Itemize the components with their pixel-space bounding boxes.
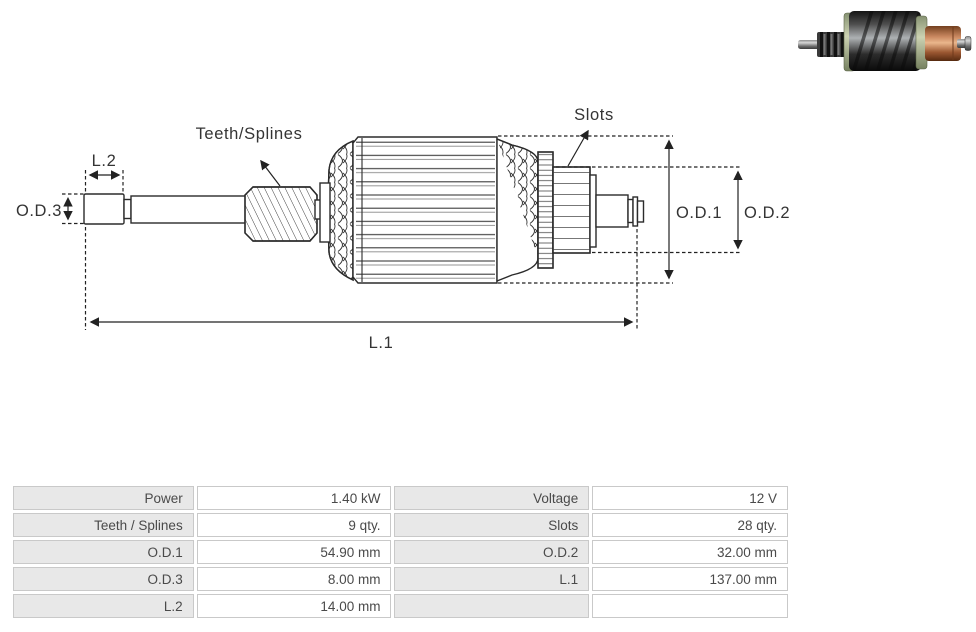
label-l1: L.1 <box>369 334 394 352</box>
slots-leader-arrow <box>567 129 589 167</box>
dimension-lines <box>62 129 743 330</box>
dim-od3 <box>62 193 84 225</box>
label-teeth-splines: Teeth/Splines <box>196 125 303 143</box>
winding-left <box>326 139 354 282</box>
spec-value-cell: 28 qty. <box>592 513 788 537</box>
table-row: Teeth / Splines 9 qty. Slots 28 qty. <box>13 513 788 537</box>
table-row: Power 1.40 kW Voltage 12 V <box>13 486 788 510</box>
spline-gear <box>244 186 318 242</box>
spec-value-cell: 8.00 mm <box>196 567 392 591</box>
spec-label-cell: Teeth / Splines <box>13 513 194 537</box>
dim-l2 <box>84 170 124 193</box>
winding-right <box>496 137 539 283</box>
spec-value-cell: 1.40 kW <box>196 486 392 510</box>
spec-label-cell: L.1 <box>394 567 590 591</box>
spec-label-cell <box>394 594 590 618</box>
dim-od2 <box>556 166 743 254</box>
label-od2: O.D.2 <box>744 204 790 222</box>
table-row: L.2 14.00 mm <box>13 594 788 618</box>
table-row: O.D.1 54.90 mm O.D.2 32.00 mm <box>13 540 788 564</box>
commutator <box>552 166 597 254</box>
photo-commutator <box>925 26 961 61</box>
table-row: O.D.3 8.00 mm L.1 137.00 mm <box>13 567 788 591</box>
spec-value-cell: 12 V <box>592 486 788 510</box>
armature-outline <box>83 136 645 284</box>
spec-value-cell: 32.00 mm <box>592 540 788 564</box>
spec-value-cell: 14.00 mm <box>196 594 392 618</box>
spec-label-cell: O.D.2 <box>394 540 590 564</box>
armature-dimension-diagram: L.2 O.D.3 Teeth/Splines Slots O.D.1 O.D.… <box>16 106 790 352</box>
spec-label-cell: L.2 <box>13 594 194 618</box>
armature-core <box>352 136 498 284</box>
spec-value-cell: 9 qty. <box>196 513 392 537</box>
label-l2: L.2 <box>92 152 117 170</box>
shaft-tip-right <box>636 200 645 223</box>
spec-value-cell: 137.00 mm <box>592 567 788 591</box>
label-od3: O.D.3 <box>16 202 62 220</box>
spec-value-cell <box>592 594 788 618</box>
shaft-end-block <box>83 193 125 225</box>
teeth-splines-leader-arrow <box>260 159 281 187</box>
photo-right-shaft <box>957 36 972 51</box>
label-od1: O.D.1 <box>676 204 722 222</box>
spec-value-cell: 54.90 mm <box>196 540 392 564</box>
spec-label-cell: O.D.3 <box>13 567 194 591</box>
photo-left-shaft <box>798 32 845 57</box>
spec-label-cell: Voltage <box>394 486 590 510</box>
spec-label-cell: Power <box>13 486 194 510</box>
spacer-washer <box>319 182 331 243</box>
shaft-neck-right <box>627 198 634 224</box>
commutator-end-plate <box>589 174 597 248</box>
spec-label-cell: Slots <box>394 513 590 537</box>
shaft-body <box>130 195 248 224</box>
specification-table: Power 1.40 kW Voltage 12 V Teeth / Splin… <box>10 483 791 621</box>
shaft-step-right <box>595 194 629 228</box>
dim-l1 <box>84 227 638 330</box>
armature-product-photo <box>798 11 972 72</box>
shaft-neck-left <box>123 198 132 220</box>
spec-label-cell: O.D.1 <box>13 540 194 564</box>
label-slots: Slots <box>574 106 614 124</box>
commutator-riser <box>537 151 554 269</box>
